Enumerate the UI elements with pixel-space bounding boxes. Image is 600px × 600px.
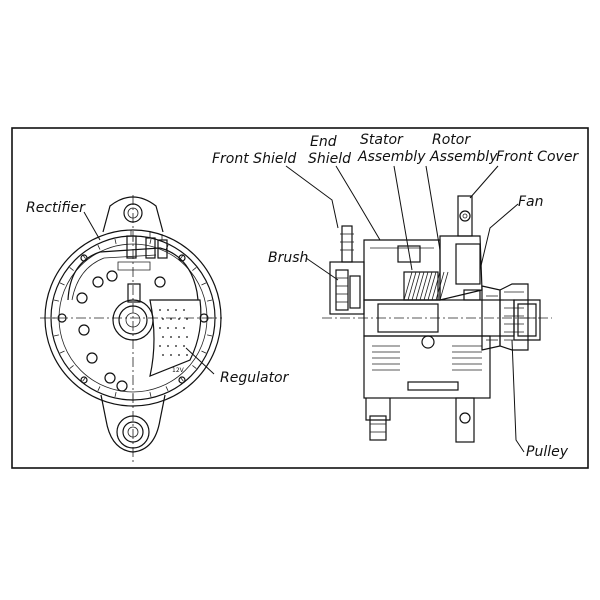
heatsink-dot bbox=[170, 318, 172, 320]
label-rectifier: Rectifier bbox=[26, 200, 86, 216]
label-rotor-line1: Rotor bbox=[432, 132, 471, 148]
hatch-line bbox=[403, 271, 413, 301]
heatsink-dot bbox=[167, 309, 169, 311]
heatsink-dot bbox=[175, 309, 177, 311]
heatsink-dot bbox=[175, 327, 177, 329]
heatsink-dot bbox=[167, 327, 169, 329]
label-end-shield-line2: Shield bbox=[308, 151, 351, 167]
vent-slot bbox=[82, 377, 86, 382]
vent-slot bbox=[201, 350, 207, 354]
hatch-line bbox=[415, 271, 425, 301]
hatch-line bbox=[423, 271, 433, 301]
heatsink-dot bbox=[183, 309, 185, 311]
vent-slot bbox=[53, 299, 59, 302]
heatsink-dot bbox=[159, 327, 161, 329]
heatsink-dot bbox=[183, 327, 185, 329]
vent-slot bbox=[114, 238, 117, 244]
rear-vent-slots bbox=[52, 237, 214, 399]
heatsink-dot bbox=[186, 354, 188, 356]
heatsink-dot bbox=[186, 336, 188, 338]
vent-slot bbox=[192, 267, 197, 271]
vent-slot bbox=[149, 238, 152, 244]
vent-slot bbox=[180, 377, 184, 382]
heatsink-dot bbox=[183, 345, 185, 347]
vent-slot bbox=[69, 365, 74, 369]
vent-slot bbox=[207, 299, 213, 302]
label-brush: Brush bbox=[268, 250, 308, 266]
heatsink-dot bbox=[162, 336, 164, 338]
vent-slot bbox=[201, 282, 207, 286]
label-stator-line2: Assembly bbox=[357, 149, 426, 165]
label-regulator: Regulator bbox=[220, 370, 290, 386]
vent-slot bbox=[207, 334, 213, 337]
heatsink-dot bbox=[159, 309, 161, 311]
regulator-voltage-text: 12V bbox=[172, 367, 185, 374]
hatch-line bbox=[411, 271, 421, 301]
heatsink-dot bbox=[162, 354, 164, 356]
label-front-cover: Front Cover bbox=[496, 149, 579, 165]
heatsink-dot bbox=[186, 318, 188, 320]
label-end-shield-line1: End bbox=[310, 134, 337, 150]
part-labels: Rectifier Regulator Front Shield End Shi… bbox=[26, 132, 579, 460]
label-rotor-line2: Assembly bbox=[429, 149, 498, 165]
hatch-line bbox=[427, 271, 437, 301]
heatsink-dot bbox=[178, 354, 180, 356]
hatch-line bbox=[407, 271, 417, 301]
heatsink-dot bbox=[167, 345, 169, 347]
label-fan: Fan bbox=[518, 194, 544, 210]
heatsink-dot bbox=[162, 318, 164, 320]
side-section-drawing bbox=[322, 195, 552, 443]
heatsink-dot bbox=[178, 318, 180, 320]
heatsink-dot bbox=[175, 345, 177, 347]
hatch-line bbox=[431, 271, 441, 301]
heatsink-dot bbox=[170, 336, 172, 338]
rear-view-drawing: 12V bbox=[40, 195, 222, 462]
regulator-heatsink-dots bbox=[159, 309, 188, 356]
stator-core-hatch bbox=[403, 271, 449, 301]
leader-lines bbox=[83, 165, 525, 453]
vent-slot bbox=[69, 267, 74, 271]
hatch-line bbox=[419, 271, 429, 301]
vent-slot bbox=[114, 392, 117, 398]
heatsink-dot bbox=[159, 345, 161, 347]
vent-slot bbox=[192, 365, 197, 369]
label-pulley: Pulley bbox=[526, 444, 569, 460]
vent-slot bbox=[149, 392, 152, 398]
vent-slot bbox=[165, 386, 169, 392]
label-stator-line1: Stator bbox=[360, 132, 404, 148]
vent-slot bbox=[97, 386, 101, 392]
vent-slot bbox=[97, 244, 101, 250]
vent-slot bbox=[59, 350, 65, 354]
label-front-shield: Front Shield bbox=[212, 151, 296, 167]
vent-slot bbox=[53, 334, 59, 337]
heatsink-dot bbox=[178, 336, 180, 338]
vent-slot bbox=[59, 282, 65, 286]
heatsink-dot bbox=[170, 354, 172, 356]
hatch-line bbox=[439, 271, 449, 301]
diagram-frame bbox=[11, 127, 589, 469]
